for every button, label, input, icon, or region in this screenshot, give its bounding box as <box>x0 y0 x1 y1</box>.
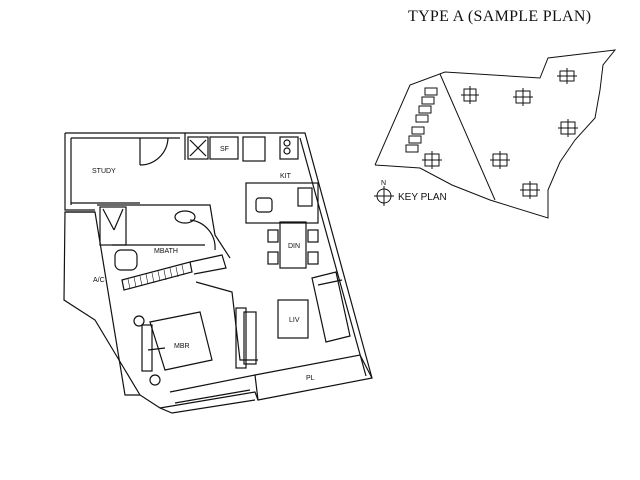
key-plan: N KEY PLAN <box>374 49 617 219</box>
key-plan-label: KEY PLAN <box>398 192 447 203</box>
dining-set <box>267 221 319 269</box>
master-bedroom <box>133 311 213 386</box>
key-plan-row-blocks <box>405 87 438 153</box>
balcony-planter <box>159 354 373 409</box>
room-din: DIN <box>288 243 300 250</box>
plan-title: TYPE A (SAMPLE PLAN) <box>408 8 592 25</box>
room-kit: KIT <box>280 173 292 180</box>
key-plan-divider <box>439 73 496 201</box>
room-labels: STUDY SF KIT MBATH DIN A/C LIV MBR PL <box>92 146 315 382</box>
room-mbath: MBATH <box>154 248 178 255</box>
outer-walls <box>63 132 373 414</box>
room-study: STUDY <box>92 168 116 175</box>
master-bath <box>97 204 231 271</box>
wardrobe <box>121 254 227 291</box>
room-pl: PL <box>306 375 315 382</box>
key-plan-site-outline <box>374 49 617 219</box>
compass-north-label: N <box>381 180 386 187</box>
room-sf: SF <box>220 146 229 153</box>
bedroom-partition <box>195 281 258 369</box>
living-furniture <box>277 271 351 343</box>
kitchen-fixtures <box>187 136 319 224</box>
key-plan-towers <box>422 68 578 199</box>
room-ac: A/C <box>93 277 105 284</box>
compass-icon <box>374 186 394 206</box>
study-door <box>71 137 169 204</box>
room-mbr: MBR <box>174 343 190 350</box>
room-liv: LIV <box>289 317 300 324</box>
